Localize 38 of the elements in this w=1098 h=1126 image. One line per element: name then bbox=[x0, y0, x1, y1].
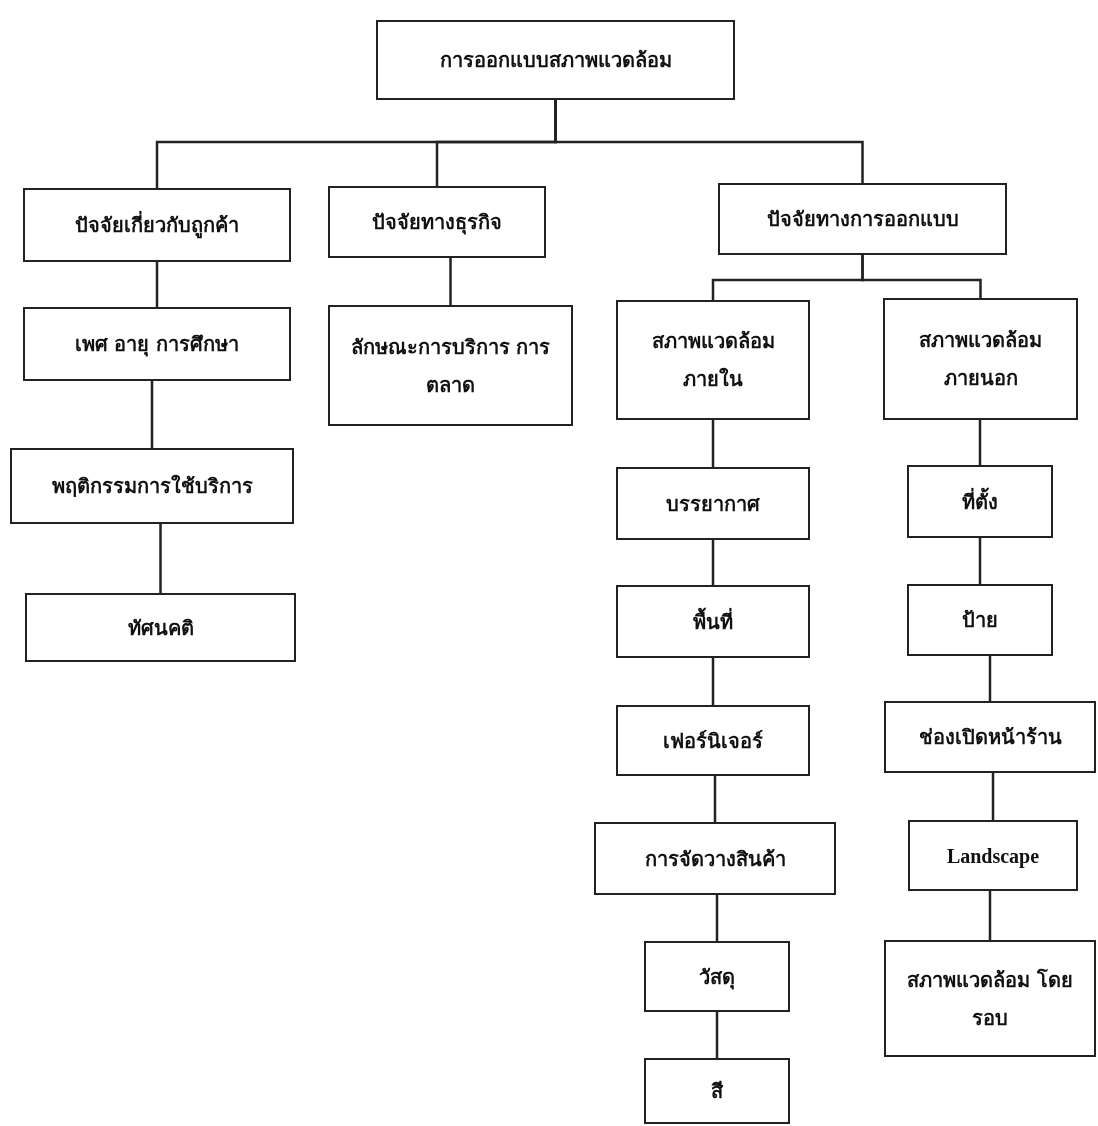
process-box: เพศ อายุ การศึกษา bbox=[23, 307, 291, 381]
process-box: สภาพแวดล้อม ภายนอก bbox=[883, 298, 1078, 420]
connector-line bbox=[988, 656, 992, 701]
connector-line bbox=[711, 420, 715, 467]
process-box: ลักษณะการบริการ การตลาด bbox=[328, 305, 573, 426]
process-box: ปัจจัยทางการออกแบบ bbox=[718, 183, 1007, 255]
connector-line bbox=[991, 773, 995, 820]
connector-line bbox=[711, 540, 715, 585]
process-box: Landscape bbox=[908, 820, 1078, 891]
connector-line bbox=[715, 895, 719, 941]
process-box: สี bbox=[644, 1058, 790, 1124]
connector-line bbox=[988, 891, 992, 940]
process-box: พฤติกรรมการใช้บริการ bbox=[10, 448, 294, 524]
connector-line bbox=[715, 1012, 719, 1058]
connector-line bbox=[155, 262, 159, 307]
process-box: สภาพแวดล้อม ภายใน bbox=[616, 300, 810, 420]
connector-line bbox=[978, 420, 982, 465]
process-box: ป้าย bbox=[907, 584, 1053, 656]
process-box: สภาพแวดล้อม โดยรอบ bbox=[884, 940, 1096, 1057]
process-box: เฟอร์นิเจอร์ bbox=[616, 705, 810, 776]
connector-line bbox=[159, 524, 162, 593]
connector-line bbox=[554, 100, 864, 183]
process-box: ช่องเปิดหน้าร้าน bbox=[884, 701, 1096, 773]
connector-line bbox=[713, 776, 717, 822]
process-box: ปัจจัยทางธุรกิจ bbox=[328, 186, 546, 258]
process-box: วัสดุ bbox=[644, 941, 790, 1012]
connector-line bbox=[449, 258, 452, 305]
process-box: พื้นที่ bbox=[616, 585, 810, 658]
process-box: ปัจจัยเกี่ยวกับถูกค้า bbox=[23, 188, 291, 262]
connector-line bbox=[150, 381, 154, 448]
process-box: การออกแบบสภาพแวดล้อม bbox=[376, 20, 735, 100]
process-box: ที่ตั้ง bbox=[907, 465, 1053, 538]
connector-line bbox=[861, 255, 982, 298]
process-box: ทัศนคติ bbox=[25, 593, 296, 662]
connector-line bbox=[711, 658, 715, 705]
process-box: บรรยากาศ bbox=[616, 467, 810, 540]
process-box: การจัดวางสินค้า bbox=[594, 822, 836, 895]
connector-line bbox=[978, 538, 982, 584]
